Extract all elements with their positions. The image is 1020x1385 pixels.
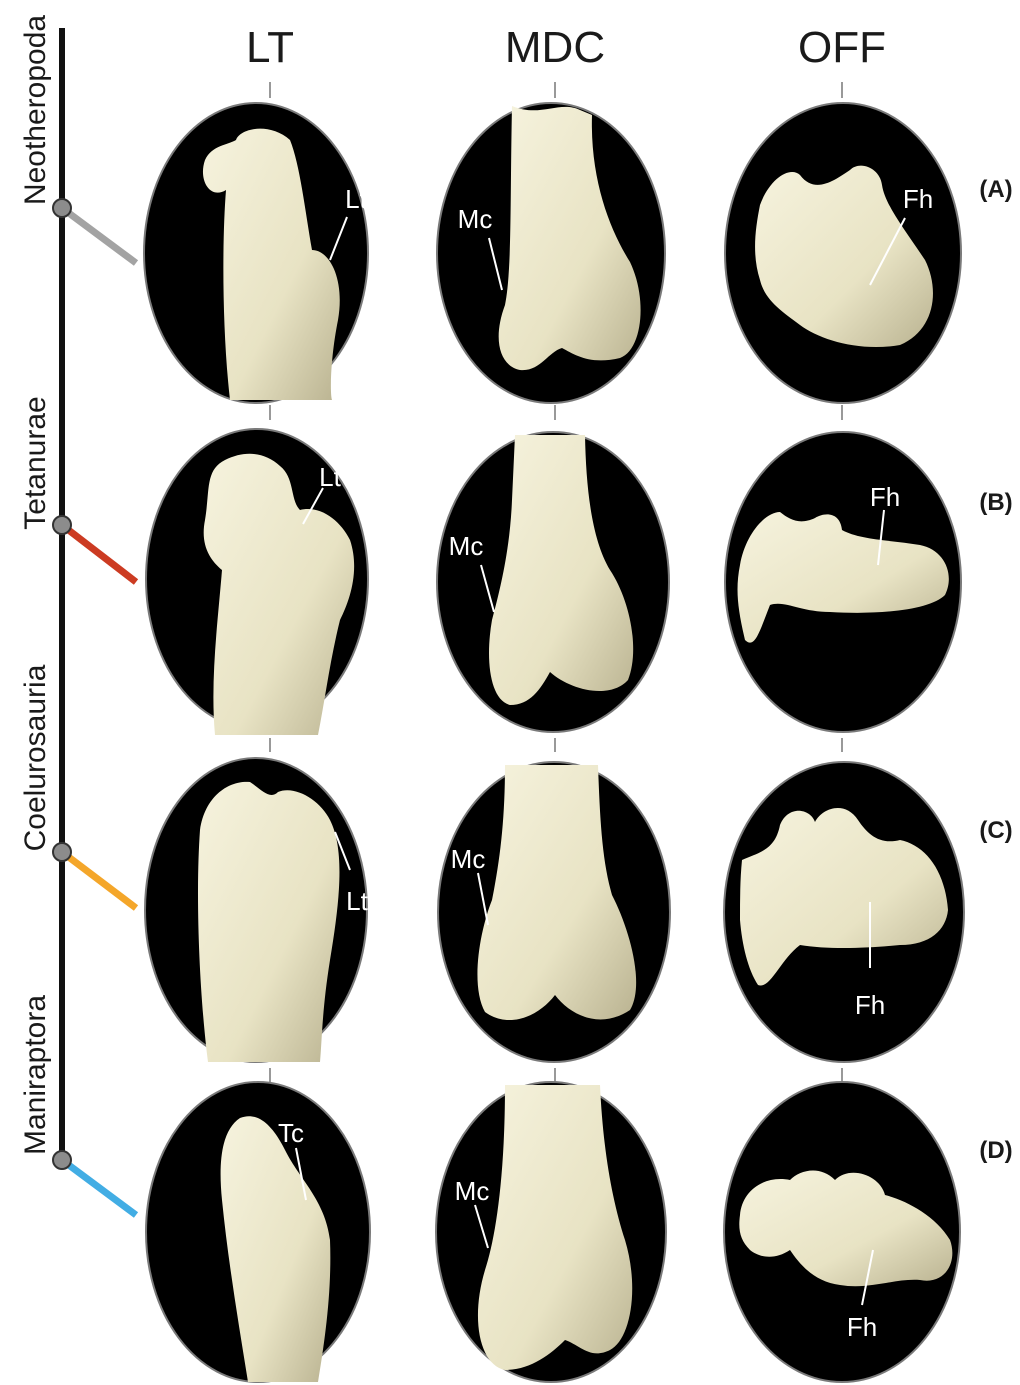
panel-label-a: (A) <box>979 176 1012 203</box>
panel-c-lt: Lt <box>145 758 369 1062</box>
panel-label-d: (D) <box>979 1137 1012 1164</box>
annotation-b-lt: Lt <box>319 462 341 492</box>
annotation-a-mdc: Mc <box>458 204 493 234</box>
annotation-b-off: Fh <box>870 482 900 512</box>
panel-label-b: (B) <box>979 489 1012 516</box>
panel-label-c: (C) <box>979 817 1012 844</box>
annotation-a-off: Fh <box>903 184 933 214</box>
branch-neotheropoda <box>62 208 136 263</box>
annotation-c-lt: Lt <box>346 886 368 916</box>
row-a: Lt Mc Fh (A) <box>144 103 1013 403</box>
panel-c-off: Fh <box>724 762 964 1062</box>
panel-a-off: Fh <box>725 103 961 403</box>
annotation-c-mdc: Mc <box>451 844 486 874</box>
clade-label-maniraptora: Maniraptora <box>19 995 52 1155</box>
column-header-mdc: MDC <box>505 23 605 72</box>
node-tetanurae <box>53 516 71 534</box>
annotation-d-mdc: Mc <box>455 1176 490 1206</box>
bone-c-lt <box>198 782 339 1062</box>
panel-d-off: Fh <box>724 1082 960 1382</box>
annotation-c-off: Fh <box>855 990 885 1020</box>
phylogeny-tree: Neotheropoda Tetanurae Coelurosauria Man… <box>19 15 136 1215</box>
branch-coelurosauria <box>62 852 136 908</box>
panel-c-mdc: Mc <box>438 762 670 1062</box>
clade-label-tetanurae: Tetanurae <box>19 396 52 529</box>
annotation-b-mdc: Mc <box>449 531 484 561</box>
clade-label-neotheropoda: Neotheropoda <box>19 15 52 205</box>
column-header-lt: LT <box>246 23 294 72</box>
node-coelurosauria <box>53 843 71 861</box>
panel-b-lt: Lt <box>146 429 368 735</box>
panel-a-lt: Lt <box>144 103 368 403</box>
panel-a-mdc: Mc <box>437 103 665 403</box>
column-headers: LT MDC OFF <box>246 23 886 72</box>
panel-b-off: Fh <box>725 432 961 732</box>
branch-maniraptora <box>62 1160 136 1215</box>
annotation-d-lt: Tc <box>278 1118 304 1148</box>
row-c: Lt Mc Fh (C) <box>145 758 1013 1062</box>
row-b: Lt Mc Fh (B) <box>146 429 1013 735</box>
clade-label-coelurosauria: Coelurosauria <box>19 664 52 851</box>
branch-tetanurae <box>62 525 136 582</box>
column-header-off: OFF <box>798 23 886 72</box>
panel-d-mdc: Mc <box>436 1082 666 1382</box>
panel-d-lt: Tc <box>146 1082 370 1382</box>
annotation-a-lt: Lt <box>345 184 367 214</box>
row-d: Tc Mc Fh (D) <box>146 1082 1013 1382</box>
node-neotheropoda <box>53 199 71 217</box>
annotation-d-off: Fh <box>847 1312 877 1342</box>
node-maniraptora <box>53 1151 71 1169</box>
panel-b-mdc: Mc <box>437 432 669 732</box>
